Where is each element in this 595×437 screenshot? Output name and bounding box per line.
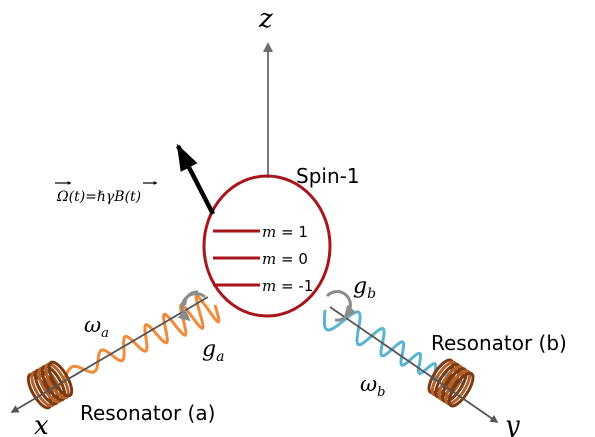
omega-b-symbol: ω [360,372,377,396]
resonator-a-label: Resonator (a) [80,401,215,425]
level-m-symbol: m [262,277,276,295]
omega-a-sub: a [101,326,109,341]
wave-resonator-a [42,294,221,390]
omega-symbol: Ω [56,189,69,205]
field-equation-end: (t) [125,189,142,205]
coil-turn [434,362,462,399]
omega-b-label: ωb [360,372,385,400]
level-label-2: m = 0 [262,250,308,268]
coupling-b-rotation-icon [325,290,357,322]
x-axis [10,296,209,413]
coupling-a-sub: a [216,349,224,365]
y-axis [329,306,499,423]
coil-turn [37,366,63,404]
coupling-a-label: ga [202,337,224,365]
coil-turn [44,362,70,400]
coupling-b-symbol: g [353,274,367,299]
x-axis-label: x [34,411,49,437]
level-label-3: m = -1 [262,277,313,295]
coil-turn [40,364,67,402]
coil-turn [47,360,74,398]
y-axis-label: y [504,411,520,437]
coil-turn [427,358,455,395]
level-eq: = -1 [276,277,313,295]
coupling-b-label: gb [353,274,376,302]
spin-label: Spin-1 [296,164,360,188]
field-equation-mid: (t)=ℏγ [69,189,115,205]
omega-a-symbol: ω [84,313,101,337]
coil-turn [447,371,475,408]
level-m-symbol: m [262,223,276,241]
resonator-b-coil [427,358,475,408]
coil-turn [440,367,468,404]
coupling-a-rotation-icon [177,290,206,322]
field-equation: Ω(t)=ℏγB(t) [56,189,141,205]
level-label-1: m = 1 [262,223,308,241]
level-eq: = 1 [276,223,308,241]
coil-turn [430,360,458,397]
omega-b-sub: b [377,385,385,400]
resonator-a-coil [26,360,74,410]
omega-a-label: ωa [84,313,109,341]
field-vector-arrow [175,143,216,216]
coil-turn [437,365,465,401]
level-m-symbol: m [262,250,276,268]
level-eq: = 0 [276,250,308,268]
coupling-b-sub: b [367,286,376,302]
z-axis-label: z [258,4,273,34]
coupling-a-symbol: g [202,337,216,362]
resonator-b-label: Resonator (b) [431,331,567,355]
coil-turn [444,369,472,406]
coil-turn [30,370,56,408]
b-symbol: B [113,189,124,205]
spin-ellipse [202,174,332,318]
